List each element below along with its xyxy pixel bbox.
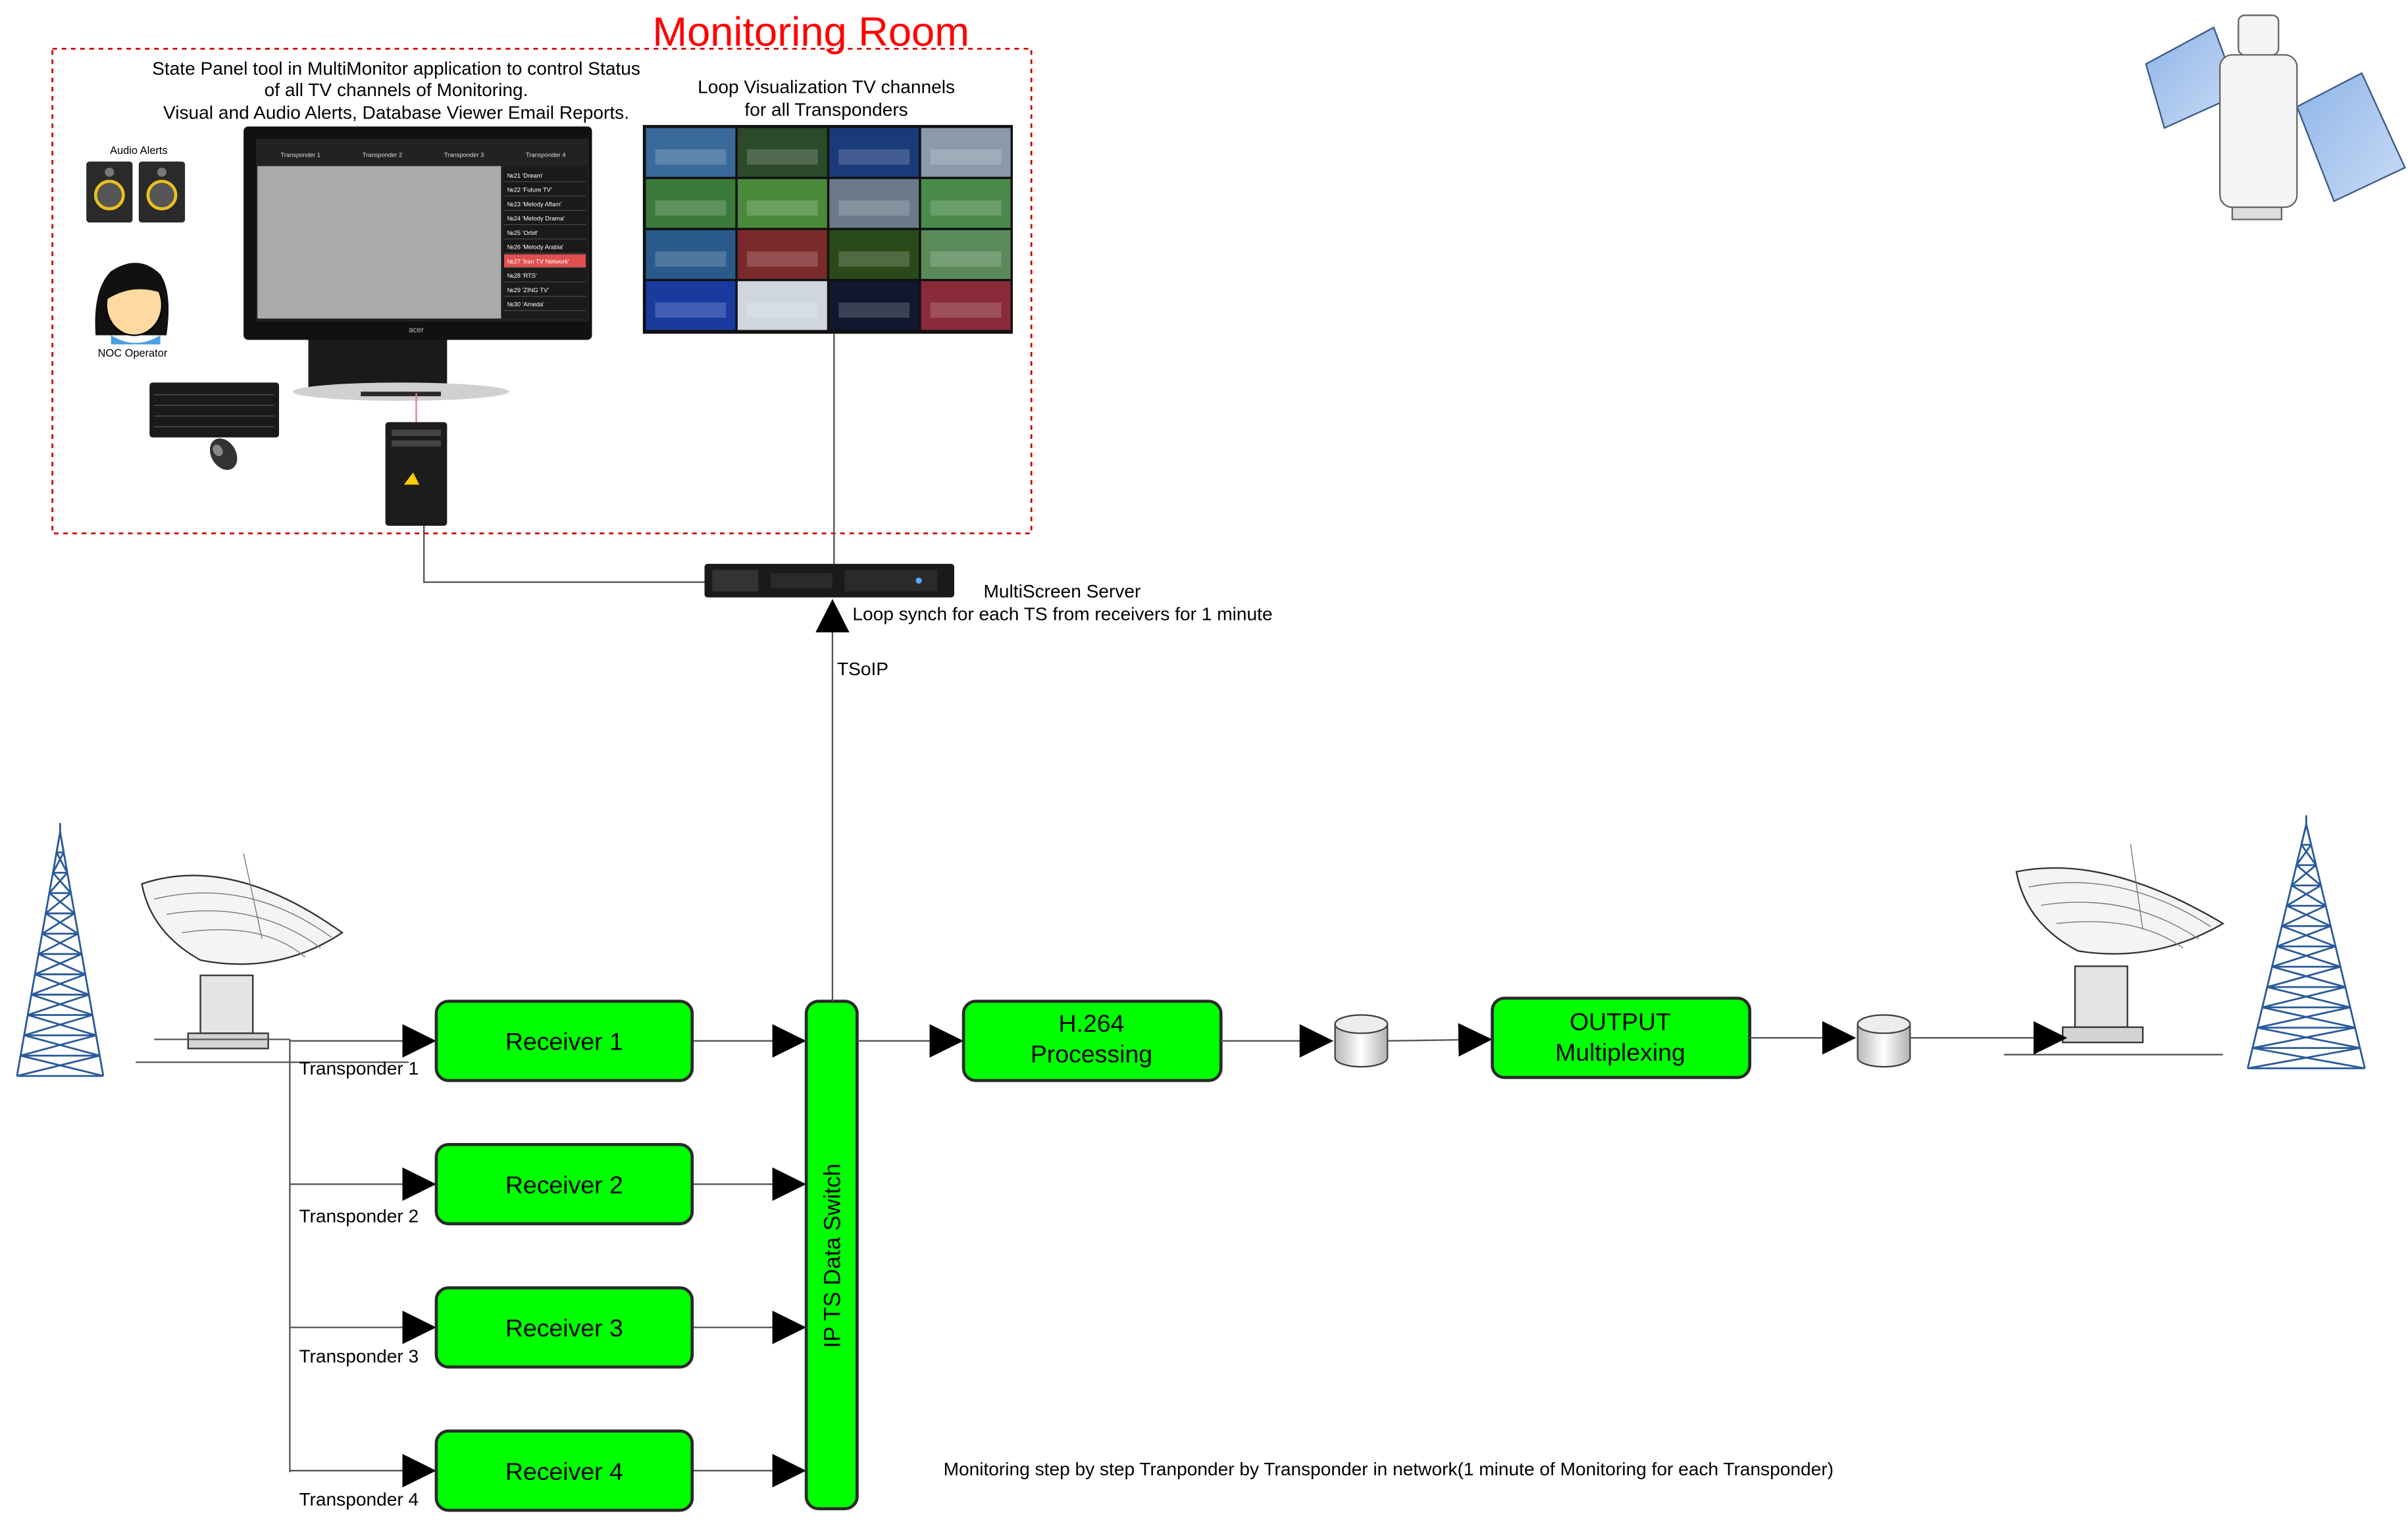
- tv-channel-tile: [737, 281, 827, 330]
- transponder-label: Transponder 3: [299, 1346, 419, 1367]
- tv-channel-tile: [829, 230, 919, 279]
- tv-channel-tile: [646, 281, 736, 330]
- transmission-tower-right-icon: [2247, 815, 2366, 1069]
- state-panel-column-4: Transponder 4: [526, 152, 565, 159]
- state-panel-column-1: Transponder 1: [281, 152, 320, 159]
- pc-tower-icon: [385, 422, 448, 526]
- tv-channel-tile: [737, 128, 827, 177]
- state-panel-caption-line1: State Panel tool in MultiMonitor applica…: [152, 59, 640, 79]
- state-panel-channel: №26 'Melody Arabia': [507, 244, 564, 251]
- state-panel-channel-list: №21 'Dream' №22 'Future TV' №23 'Melody Af…: [504, 172, 586, 311]
- state-panel-alert-row: [504, 254, 586, 267]
- tv-tile-overlay: [838, 302, 910, 318]
- storage-to-output-link: [1387, 1023, 1493, 1057]
- h264-processing-label-line1: H.264: [1059, 1009, 1125, 1037]
- tv-tile-overlay: [838, 251, 910, 267]
- noc-operator-icon: [95, 263, 169, 345]
- monitoring-connections: [423, 334, 835, 583]
- tv-tile-overlay: [838, 200, 910, 216]
- mouse-icon: [209, 438, 238, 470]
- monitoring-room-title: Monitoring Room: [652, 9, 969, 55]
- receiver-block: [434, 1143, 694, 1226]
- loop-caption-line1: Loop Visualization TV channels: [698, 76, 955, 97]
- tv-channel-tile: [921, 128, 1011, 177]
- tv-channel-tile: [921, 281, 1011, 330]
- loop-caption-line2: for all Transponders: [744, 99, 908, 120]
- speakers-icon: [86, 161, 186, 223]
- tv-channel-tile: [829, 128, 919, 177]
- transponder-label: Transponder 2: [299, 1206, 419, 1227]
- storage-cylinder-1-icon: [1334, 1014, 1389, 1068]
- server-name: MultiScreen Server: [984, 581, 1141, 601]
- receiver-block: [434, 1286, 694, 1369]
- state-panel-channel: №24 'Melody Drama': [507, 215, 565, 222]
- tv-tile-overlay: [655, 302, 727, 318]
- receiver-label: Receiver 4: [505, 1458, 623, 1485]
- tv-tile-overlay: [930, 251, 1002, 267]
- output-multiplexing-label-line2: Multiplexing: [1555, 1038, 1685, 1066]
- tv-tile-overlay: [655, 149, 727, 165]
- state-panel-channel: №25 'Orbit': [507, 230, 538, 236]
- tv-tile-overlay: [746, 149, 818, 165]
- multiscreen-server-icon: [704, 563, 955, 597]
- tv-channel-tile: [737, 230, 827, 279]
- monitoring-room-border: [51, 47, 1033, 534]
- tv-channel-tile: [829, 179, 919, 228]
- receiver-block: [434, 1429, 694, 1512]
- receiver-label: Receiver 2: [505, 1171, 623, 1199]
- storage-cylinder-2-icon: [1857, 1014, 1911, 1068]
- tv-tile-overlay: [655, 251, 727, 267]
- state-panel-channel: №22 'Future TV': [507, 187, 552, 193]
- server-description: Loop synch for each TS from receivers fo…: [852, 604, 1272, 624]
- tv-tile-overlay: [838, 149, 910, 165]
- state-panel-caption-line3: Visual and Audio Alerts, Database Viewer…: [163, 103, 629, 123]
- state-panel-channel: №29 'ZING TV': [507, 287, 550, 293]
- satellite-dish-right-icon: [2004, 844, 2225, 1055]
- ip-ts-data-switch-label: IP TS Data Switch: [819, 1163, 845, 1348]
- state-panel-caption-line2: of all TV channels of Monitoring.: [265, 80, 528, 100]
- tv-tile-overlay: [746, 302, 818, 318]
- audio-alerts-label: Audio Alerts: [110, 145, 167, 157]
- noc-operator-label: NOC Operator: [98, 347, 168, 359]
- tv-channel-tile: [829, 281, 919, 330]
- tv-tile-overlay: [655, 200, 727, 216]
- state-panel-channel: №21 'Dream': [507, 172, 544, 179]
- transponder-label: Transponder 1: [299, 1058, 419, 1079]
- receiver-label: Receiver 1: [505, 1028, 623, 1055]
- h264-processing-label-line2: Processing: [1031, 1040, 1152, 1067]
- keyboard-icon: [149, 382, 279, 438]
- satellite-icon: [2145, 14, 2406, 220]
- tv-tile-overlay: [930, 200, 1002, 216]
- tv-tile-overlay: [930, 149, 1002, 165]
- tv-tile-overlay: [930, 302, 1002, 318]
- state-panel-monitor: acer: [243, 126, 592, 401]
- tv-tile-overlay: [746, 251, 818, 267]
- receiver-label: Receiver 3: [505, 1314, 623, 1342]
- tv-channel-tile: [646, 128, 736, 177]
- loop-visualization-tv-wall: [642, 124, 1013, 334]
- receiver-block: [434, 1000, 694, 1082]
- state-panel-channel: №30 'Ameda': [507, 301, 544, 308]
- transmission-tower-left-icon: [16, 823, 105, 1077]
- tv-channel-tile: [921, 230, 1011, 279]
- output-multiplexing-label-line1: OUTPUT: [1570, 1008, 1671, 1036]
- satellite-dish-left-icon: [136, 853, 409, 1063]
- footer-note: Monitoring step by step Tranponder by Tr…: [944, 1459, 1833, 1479]
- state-panel-channel: №28 'RTS': [507, 272, 537, 279]
- state-panel-header: Transponder 1 Transponder 2 Transponder …: [281, 152, 566, 159]
- state-panel-channel: №23 'Melody Aflam': [507, 201, 562, 207]
- state-panel-column-2: Transponder 2: [363, 152, 402, 159]
- tv-channel-tile: [646, 230, 736, 279]
- tv-channel-tile: [737, 179, 827, 228]
- tsoip-label: TSoIP: [837, 659, 888, 679]
- state-panel-channel: №27 'Iran TV Network': [507, 258, 569, 265]
- tv-channel-tile: [646, 179, 736, 228]
- state-panel-column-3: Transponder 3: [444, 152, 484, 159]
- tv-channel-tile: [921, 179, 1011, 228]
- monitor-brand-text: acer: [409, 326, 424, 334]
- tv-tile-overlay: [746, 200, 818, 216]
- transponder-label: Transponder 4: [299, 1489, 419, 1510]
